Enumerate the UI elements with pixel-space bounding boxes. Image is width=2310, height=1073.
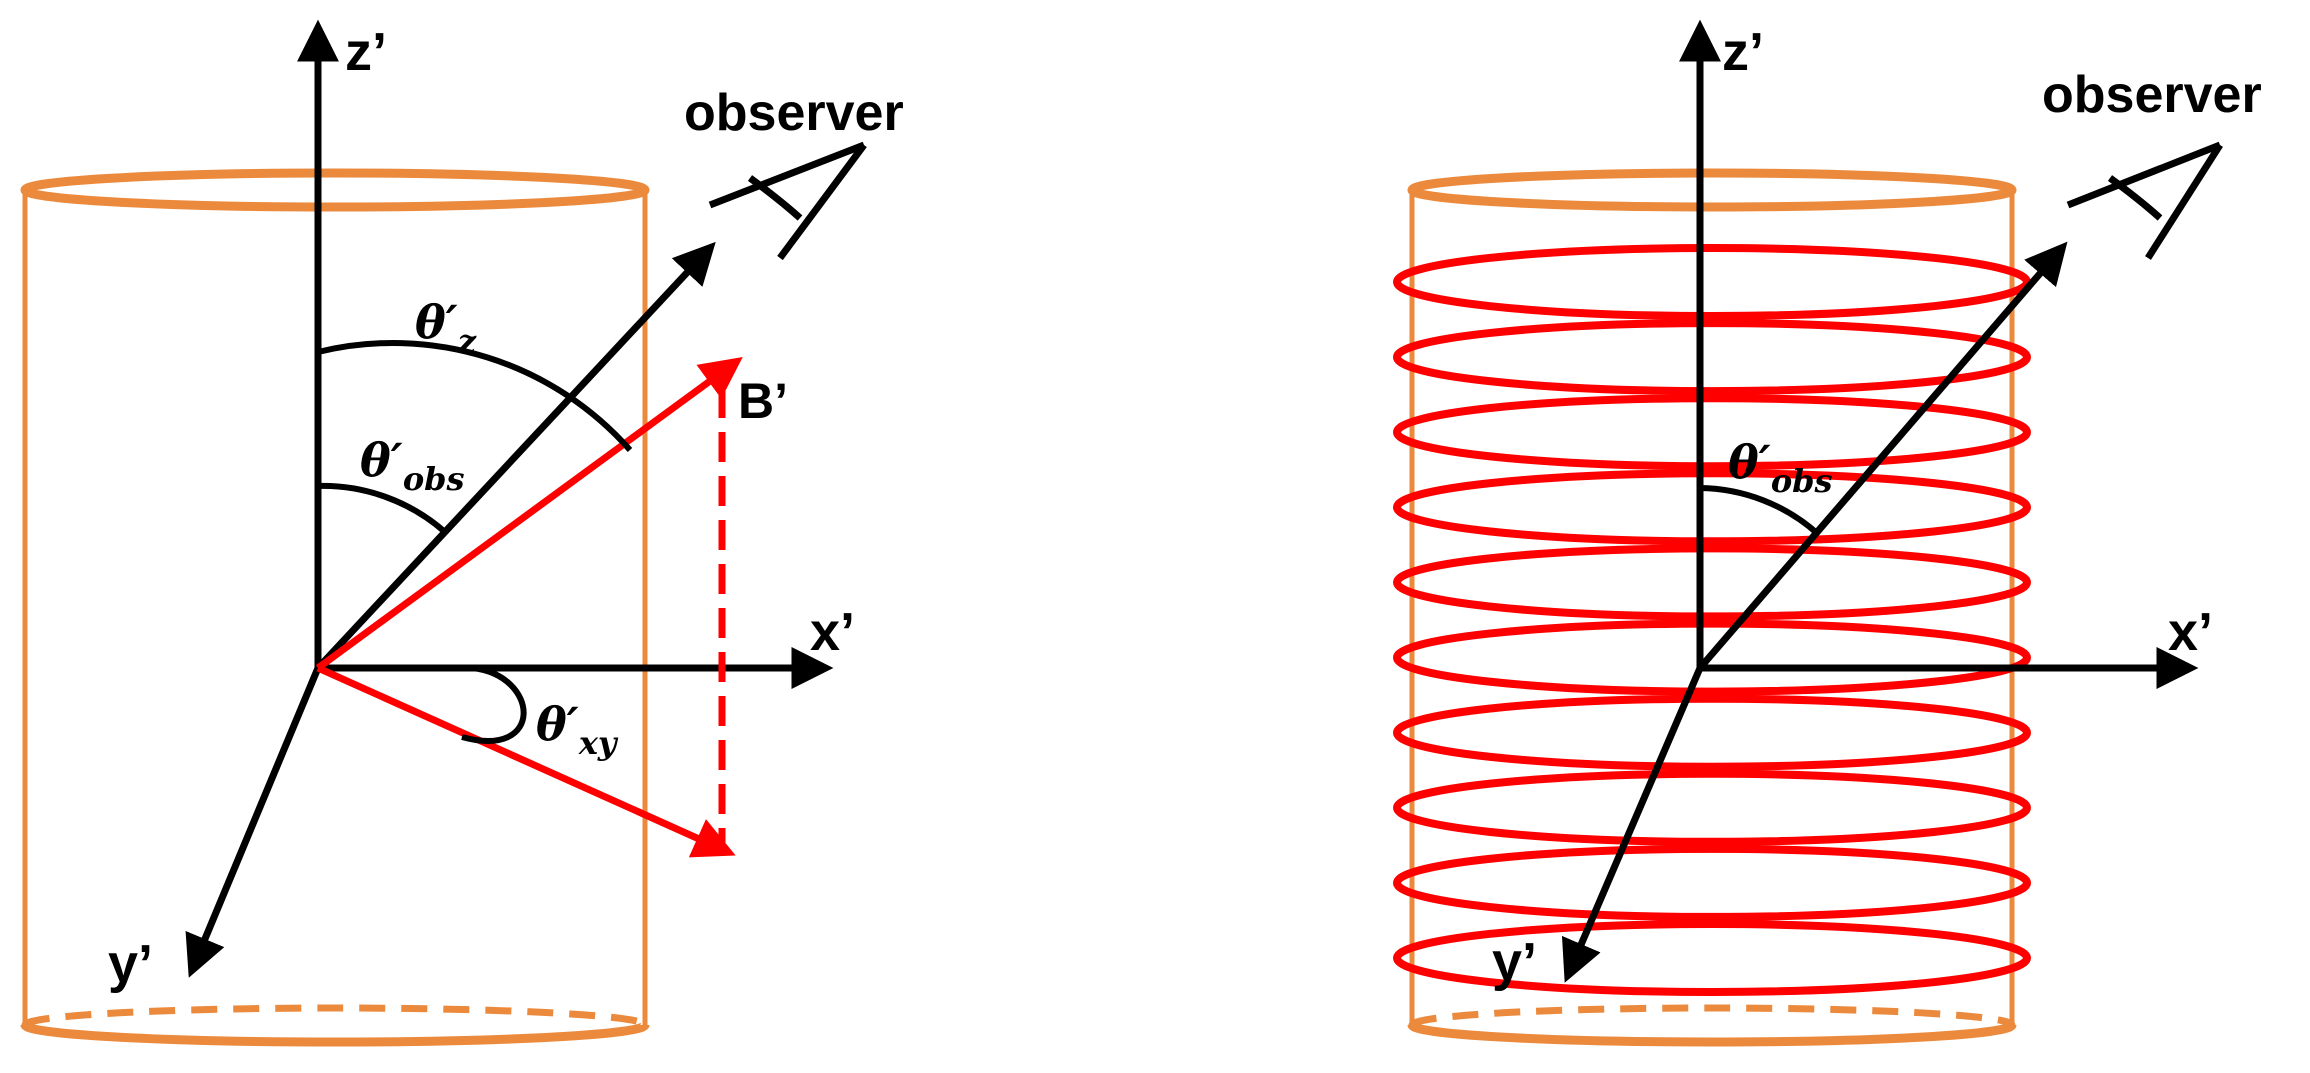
left-b-projection-xy (316, 664, 736, 858)
left-panel: z’ x’ y’ observer B’ θ′z θ′obs θ′xy (20, 19, 904, 1047)
right-observer-label: observer (2042, 66, 2262, 124)
left-y-axis-label: y’ (108, 934, 153, 994)
left-cylinder (20, 168, 650, 1047)
right-z-axis-label: z’ (1722, 22, 1764, 82)
right-labels: z’ x’ y’ observer θ′obs (1492, 22, 2262, 992)
right-theta-obs-arc (1699, 485, 1821, 537)
right-x-axis-label: x’ (2168, 602, 2213, 662)
right-cylinder-bottom-back-rim (1408, 1004, 2016, 1027)
left-b-field-label: B’ (738, 373, 788, 429)
field-loop (1393, 619, 2031, 696)
right-cylinder-bottom-front-rim (1407, 1022, 2017, 1047)
left-cylinder-bottom-front-rim (20, 1022, 650, 1047)
theta-z-arc (317, 340, 633, 452)
left-field-vectors (315, 357, 743, 858)
right-y-axis (1561, 666, 1704, 983)
left-axes (185, 19, 834, 978)
theta-xy-label: θ′xy (536, 697, 619, 762)
left-angle-arcs (317, 340, 633, 744)
left-cylinder-bottom-back-rim (21, 1004, 649, 1027)
right-axes (1561, 19, 2199, 983)
field-loop (1393, 319, 2031, 396)
theta-z-label: θ′z (415, 295, 477, 360)
left-observer-line (315, 241, 716, 671)
field-loop (1393, 469, 2031, 546)
field-loop (1393, 769, 2031, 846)
theta-xy-arc (461, 665, 527, 744)
field-loop (1393, 844, 2031, 921)
field-loop (1393, 544, 2031, 621)
left-labels: z’ x’ y’ observer B’ θ′z θ′obs θ′xy (108, 22, 904, 994)
left-b-field-vector (315, 357, 743, 671)
eye-icon (2066, 141, 2223, 260)
left-cylinder-top-rim (20, 168, 650, 212)
right-observer-line (1697, 241, 2068, 671)
theta-obs-label: θ′obs (360, 433, 465, 498)
eye-icon (708, 141, 867, 261)
right-y-axis-label: y’ (1492, 932, 1537, 992)
right-cylinder-top-rim (1407, 168, 2017, 212)
right-theta-obs-label: θ′obs (1728, 435, 1833, 500)
left-x-axis-label: x’ (810, 602, 855, 662)
right-field-loops (1393, 244, 2031, 996)
field-loop (1393, 394, 2031, 471)
field-loop (1393, 920, 2031, 996)
theta-obs-arc (317, 482, 447, 535)
left-observer-label: observer (684, 84, 904, 142)
field-loop (1393, 244, 2031, 320)
right-panel: z’ x’ y’ observer θ′obs (1393, 19, 2262, 1047)
left-y-axis (185, 666, 322, 978)
left-z-axis-label: z’ (345, 22, 387, 82)
right-cylinder (1407, 168, 2017, 1047)
field-loop (1393, 694, 2031, 771)
